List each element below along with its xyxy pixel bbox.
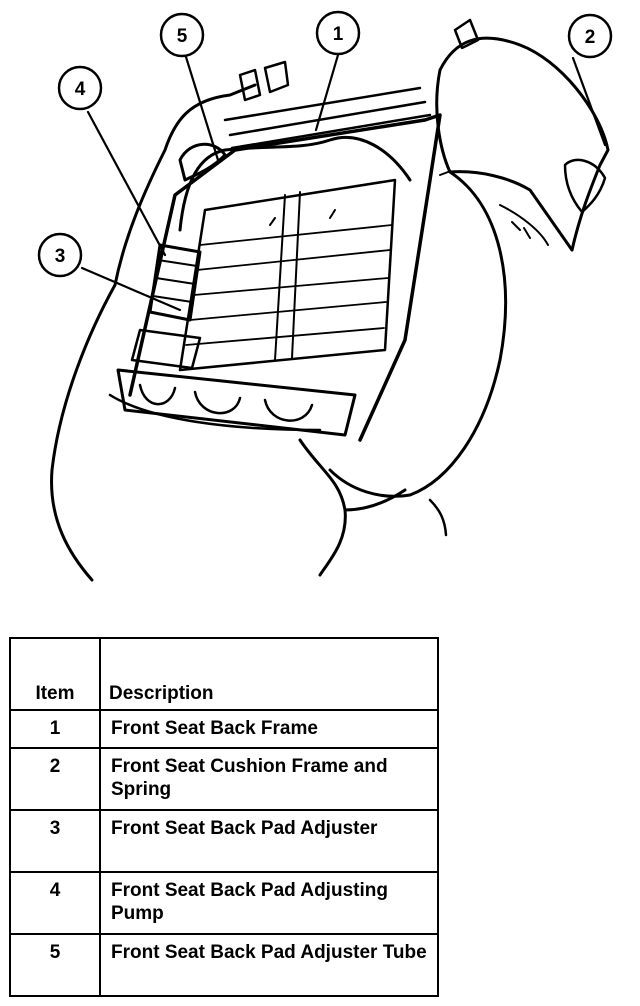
seat-back-frame-bolts <box>269 171 449 226</box>
legend-item-number: 1 <box>9 709 101 749</box>
legend-header-row: Item Description <box>9 637 439 711</box>
seat-back-frame-slats <box>185 224 393 346</box>
adjuster-tube-loop <box>178 142 227 182</box>
callout-5: 5 <box>159 12 205 58</box>
seat-cushion-lower <box>328 170 508 498</box>
svg-text:1: 1 <box>333 24 344 45</box>
callout-3: 3 <box>37 232 83 278</box>
legend-item-description: Front Seat Back Frame <box>99 709 439 749</box>
seat-cushion-side-detail <box>563 158 607 214</box>
legend-row: 1 Front Seat Back Frame <box>9 709 439 749</box>
seat-back-illustration: 1 2 3 4 5 <box>37 10 613 582</box>
leader-line-5 <box>184 55 220 162</box>
legend-header-item: Item <box>9 637 101 711</box>
cover-fold <box>298 438 407 577</box>
legend-item-description: Front Seat Cushion Frame and Spring <box>99 747 439 811</box>
seat-back-frame-outer <box>128 113 442 442</box>
legend-item-number: 2 <box>9 747 101 811</box>
seat-cushion <box>438 36 610 252</box>
seat-back-frame-slots <box>138 383 314 422</box>
seat-cushion-crease <box>499 204 549 246</box>
legend-header-description: Description <box>99 637 439 711</box>
seat-back-frame-headrest-mount <box>238 60 290 102</box>
legend-row: 2 Front Seat Cushion Frame and Spring <box>9 747 439 811</box>
legend-row: 3 Front Seat Back Pad Adjuster <box>9 809 439 873</box>
callout-4: 4 <box>57 65 103 111</box>
leader-line-1 <box>314 53 340 132</box>
legend-table: Item Description 1 Front Seat Back Frame… <box>9 637 439 997</box>
seat-cushion-post <box>428 498 448 537</box>
legend-item-description: Front Seat Back Pad Adjusting Pump <box>99 871 439 935</box>
legend-item-number: 3 <box>9 809 101 873</box>
legend-item-number: 5 <box>9 933 101 997</box>
seat-back-frame-side-bar <box>274 191 301 361</box>
leader-line-3 <box>80 266 182 312</box>
pad-adjuster <box>130 328 202 370</box>
legend-row: 5 Front Seat Back Pad Adjuster Tube <box>9 933 439 997</box>
svg-text:2: 2 <box>585 27 596 48</box>
seat-cushion-front <box>435 68 574 252</box>
callout-2: 2 <box>567 13 613 59</box>
adjusting-pump-bands <box>152 259 198 303</box>
svg-text:5: 5 <box>177 26 188 47</box>
svg-text:3: 3 <box>55 246 66 267</box>
adjuster-tube <box>178 135 412 232</box>
leader-line-4 <box>86 110 167 257</box>
legend-item-description: Front Seat Back Pad Adjuster <box>99 809 439 873</box>
legend-row: 4 Front Seat Back Pad Adjusting Pump <box>9 871 439 935</box>
legend-item-number: 4 <box>9 871 101 935</box>
callout-1: 1 <box>315 10 361 56</box>
seat-back-frame-inner <box>178 178 397 372</box>
seat-back-outer-shell <box>50 83 257 582</box>
seat-back-frame-bottom <box>116 368 357 437</box>
leader-line-2 <box>571 56 607 147</box>
svg-text:4: 4 <box>75 79 86 100</box>
adjusting-pump-body <box>148 243 202 322</box>
seat-cushion-mount <box>453 18 480 50</box>
legend-item-description: Front Seat Back Pad Adjuster Tube <box>99 933 439 997</box>
